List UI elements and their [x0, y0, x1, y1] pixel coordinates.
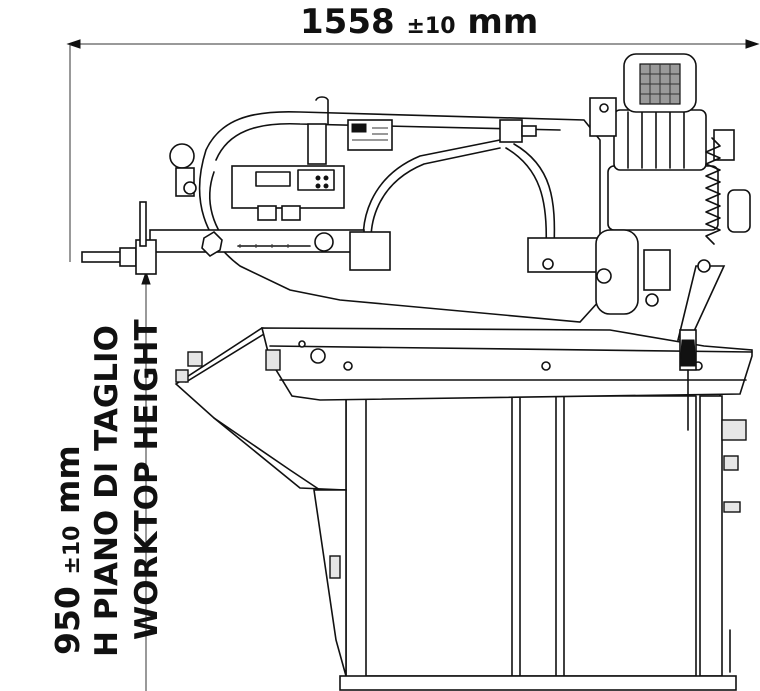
- cables: [307, 96, 556, 263]
- height-dimension-label: 950 ±10 mm: [48, 445, 93, 655]
- width-value: 1558: [300, 2, 395, 42]
- tension-spring: [705, 137, 721, 245]
- worktable: [260, 327, 753, 401]
- vice-handwheel: [81, 143, 223, 275]
- machine-stand: [339, 393, 747, 691]
- height-tolerance: ±10: [60, 525, 85, 575]
- saw-bow: [198, 110, 601, 323]
- worktop-height-label-it: H PIANO DI TAGLIO: [89, 325, 125, 657]
- control-lever: [676, 259, 726, 431]
- width-tolerance: ±10: [406, 14, 456, 39]
- worktop-height-label-en: WORKTOP HEIGHT: [129, 319, 165, 640]
- width-dimension-line: [66, 39, 760, 262]
- width-unit: mm: [467, 2, 539, 42]
- height-dimension-line: [141, 270, 151, 691]
- height-unit: mm: [48, 445, 87, 515]
- height-value: 950: [48, 586, 87, 655]
- motor: [589, 53, 751, 233]
- width-dimension-label: 1558 ±10 mm: [300, 0, 538, 49]
